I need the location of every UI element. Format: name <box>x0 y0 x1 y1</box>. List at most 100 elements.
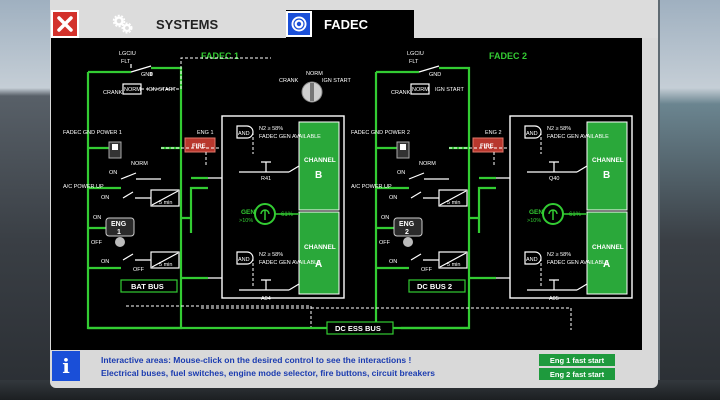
top-bar: SYSTEMS FADEC <box>50 0 658 38</box>
on2-label: ON <box>397 170 405 176</box>
eng2-fire-text: FIRE <box>480 144 494 150</box>
eng2-fire-label: ENG 2 <box>485 130 502 136</box>
fadec2-ch-a-letter: A <box>603 259 610 270</box>
q40-label: Q40 <box>549 176 559 182</box>
timer1b-label: 5 min <box>159 262 172 268</box>
and2-bot-label: AND <box>526 257 538 263</box>
fadecgen2-bot: FADEC GEN AVAILABLE <box>547 260 609 266</box>
fadecgen1-top: FADEC GEN AVAILABLE <box>259 134 321 140</box>
norm1-label: NORM <box>124 87 141 93</box>
gen1-label: GEN <box>241 209 255 216</box>
info-line-2: Electrical buses, fuel switches, engine … <box>101 368 435 378</box>
norm1b-label: NORM <box>131 161 148 167</box>
dc-bus-2-box[interactable] <box>408 279 466 293</box>
cockpit-background-right <box>660 0 720 400</box>
fadec1-channel-b[interactable] <box>298 121 340 211</box>
fadec-icon <box>286 11 312 37</box>
n2-2-bot: N2 ≥ 58% <box>547 252 571 258</box>
tab-fadec[interactable]: FADEC <box>286 10 414 38</box>
system-panel: SYSTEMS FADEC .g{stroke:#33cc33;stroke-w… <box>50 0 658 388</box>
schematic-svg: .g{stroke:#33cc33;stroke-width:2.2;fill:… <box>63 51 633 335</box>
timer2b-label: 5 min <box>447 262 460 268</box>
eng1-btn-num: 1 <box>117 229 121 236</box>
gen2-sub: >10% <box>527 218 541 224</box>
r41-label: R41 <box>261 176 271 182</box>
on1c-label: ON <box>93 215 101 221</box>
and2-top-label: AND <box>526 131 538 137</box>
n2-2-top: N2 ≥ 58% <box>547 126 571 132</box>
eng1-fast-start-button[interactable]: Eng 1 fast start <box>539 354 615 366</box>
crank2-label: CRANK <box>391 90 411 96</box>
flt2-label: FLT <box>409 59 419 65</box>
and1-bot-label: AND <box>238 257 250 263</box>
close-button[interactable] <box>51 10 79 38</box>
gen1-pct: 61% <box>281 212 294 218</box>
flt1-label: FLT <box>121 59 131 65</box>
fadec2-section: LGCIU FLT GND CRANK NORM IGN START FADEC… <box>351 51 633 330</box>
close-icon <box>57 16 73 32</box>
eng2-btn-num: 2 <box>405 229 409 236</box>
dc-ess-bus-box[interactable] <box>326 321 394 335</box>
n2-1-top: N2 ≥ 58% <box>259 126 283 132</box>
gen2-pct: 61% <box>569 212 582 218</box>
info-icon: i <box>52 351 80 381</box>
eng1-switch-knob <box>115 237 125 247</box>
fadec2-title: FADEC 2 <box>489 51 527 61</box>
fadec2-ch-b-title: CHANNEL <box>592 157 624 164</box>
fadec1-ch-a-title: CHANNEL <box>304 244 336 251</box>
fadec2-ch-a-title: CHANNEL <box>592 244 624 251</box>
fadec1-title: FADEC 1 <box>201 51 239 61</box>
eng1-fire-label: ENG 1 <box>197 130 214 136</box>
lgciu1-label: LGCIU <box>119 51 136 57</box>
gen1-sub: >10% <box>239 218 253 224</box>
on1-label: ON <box>109 170 117 176</box>
fadec1-ch-a-letter: A <box>315 259 322 270</box>
ac-power-up1-label: A/C POWER UP <box>63 184 104 190</box>
eng2-master-switch[interactable] <box>393 217 423 237</box>
ign2-label: IGN START <box>435 87 464 93</box>
norm2-label: NORM <box>412 87 429 93</box>
eng1-master-switch[interactable] <box>105 217 135 237</box>
fadec1-ch-b-title: CHANNEL <box>304 157 336 164</box>
fadec1-ch-b-letter: B <box>315 170 322 181</box>
off2-label: OFF <box>379 240 391 246</box>
timer2a-label: 5 min <box>447 200 460 206</box>
fadec-schematic: .g{stroke:#33cc33;stroke-width:2.2;fill:… <box>51 38 642 350</box>
eng2-fast-start-button[interactable]: Eng 2 fast start <box>539 368 615 380</box>
crank-center-label: CRANK <box>279 78 299 84</box>
timer1a-label: 5 min <box>159 200 172 206</box>
engine-mode-selector[interactable]: CRANK NORM IGN START <box>279 71 351 103</box>
tab-fadec-label: FADEC <box>324 16 369 32</box>
gnd1-label: GND <box>141 72 153 78</box>
info-bar: i Interactive areas: Mouse-click on the … <box>51 350 658 381</box>
on2b-label: ON <box>389 195 397 201</box>
tab-systems[interactable]: SYSTEMS <box>112 10 272 38</box>
off1-label: OFF <box>91 240 103 246</box>
bat-bus-label: BAT BUS <box>131 282 164 291</box>
norm-center-label: NORM <box>306 71 323 77</box>
on2c-label: ON <box>381 215 389 221</box>
fadecgen1-bot: FADEC GEN AVAILABLE <box>259 260 321 266</box>
on1b-label: ON <box>101 195 109 201</box>
dc-ess-bus-label: DC ESS BUS <box>335 324 381 333</box>
on1d-label: ON <box>101 259 109 265</box>
eng2-btn-label: ENG <box>399 221 415 228</box>
fadec1-unit <box>221 115 345 299</box>
fadec-gnd-power1-label: FADEC GND POWER 1 <box>63 130 122 136</box>
fadec-gnd-power2-label: FADEC GND POWER 2 <box>351 130 410 136</box>
eng1-fire-text: FIRE <box>192 144 206 150</box>
ac-power-up2-label: A/C POWER UP <box>351 184 392 190</box>
fadec2-ch-b-letter: B <box>603 170 610 181</box>
n2-1-bot: N2 ≥ 58% <box>259 252 283 258</box>
fadec2-unit <box>509 115 633 299</box>
eng1-btn-label: ENG <box>111 221 127 228</box>
norm2b-label: NORM <box>419 161 436 167</box>
off2b-label: OFF <box>421 267 433 273</box>
fadec1-channel-a[interactable] <box>298 211 340 295</box>
tab-systems-label: SYSTEMS <box>156 16 219 32</box>
a04-label: A04 <box>261 296 271 302</box>
fadec2-channel-b[interactable] <box>586 121 628 211</box>
bat-bus-box[interactable] <box>120 279 178 293</box>
fadec2-channel-a[interactable] <box>586 211 628 295</box>
